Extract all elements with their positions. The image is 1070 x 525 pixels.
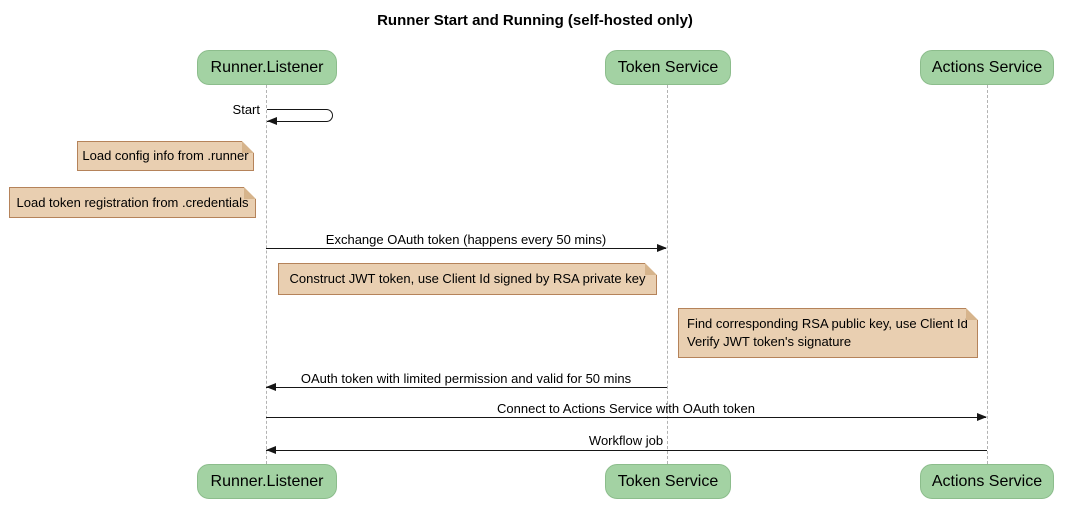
participant-token-service-top: Token Service [605,50,731,85]
note-construct-jwt: Construct JWT token, use Client Id signe… [278,263,657,295]
note-load-config: Load config info from .runner [77,141,254,171]
note-verify-jwt-line2: Verify JWT token's signature [687,334,852,349]
participant-actions-service-top: Actions Service [920,50,1054,85]
arrowhead-right-icon [657,244,667,252]
diagram-title: Runner Start and Running (self-hosted on… [377,12,693,29]
message-oauth-return-line [266,387,667,388]
note-load-token-registration-text: Load token registration from .credential… [16,194,249,210]
participant-actions-service-bottom: Actions Service [920,464,1054,499]
participant-runner-listener-top: Runner.Listener [197,50,337,85]
message-connect-label: Connect to Actions Service with OAuth to… [497,401,755,416]
message-start-self-arrow [267,109,333,122]
note-load-token-registration: Load token registration from .credential… [9,187,256,218]
message-start-label: Start [232,102,260,117]
note-verify-jwt: Find corresponding RSA public key, use C… [678,308,978,358]
message-exchange-oauth-line [266,248,666,249]
lifeline-runner-listener [266,85,267,464]
message-exchange-oauth-label: Exchange OAuth token (happens every 50 m… [325,232,607,247]
lifeline-actions-service [987,85,988,464]
arrowhead-left-icon [266,383,276,391]
message-oauth-return-label: OAuth token with limited permission and … [300,371,632,386]
note-load-config-text: Load config info from .runner [82,148,249,163]
message-connect-line [266,417,986,418]
message-workflow-job-line [266,450,987,451]
participant-token-service-bottom: Token Service [605,464,731,499]
arrowhead-right-icon [977,413,987,421]
lifeline-token-service [667,85,668,464]
note-verify-jwt-line1: Find corresponding RSA public key, use C… [687,316,968,331]
message-workflow-job-label: Workflow job [588,433,664,448]
participant-runner-listener-bottom: Runner.Listener [197,464,337,499]
arrowhead-left-icon [266,446,276,454]
arrowhead-left-icon [267,117,277,125]
note-construct-jwt-text: Construct JWT token, use Client Id signe… [289,271,646,286]
